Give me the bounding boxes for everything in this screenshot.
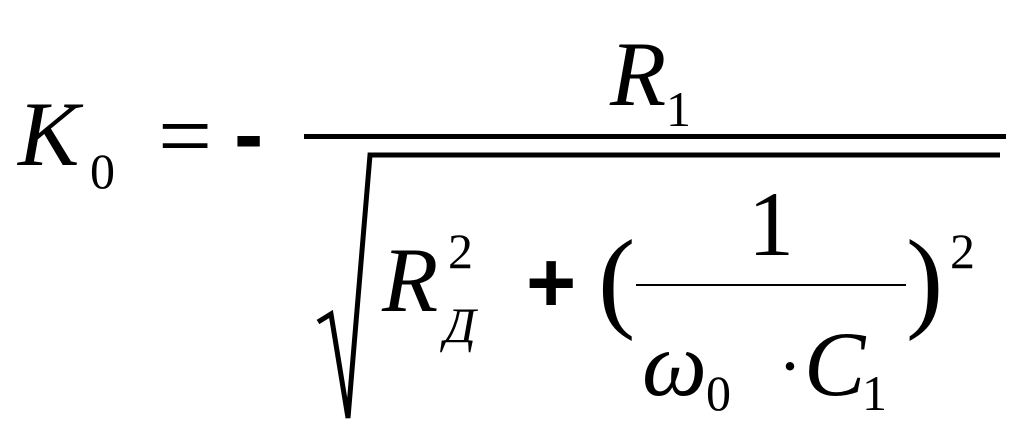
inner-numerator: 1 [748,173,794,275]
close-paren: ) [906,218,944,342]
minus-sign: - [234,84,264,183]
inner-fraction-bar [636,284,906,286]
equals-sign: = [158,82,213,189]
omega-symbol: ω [642,313,707,415]
radicand-r-symbol: R [382,229,439,331]
lhs-symbol: K [18,83,80,185]
numerator-subscript: 1 [666,81,691,137]
radicand-r-superscript: 2 [448,223,473,279]
main-fraction-bar [304,134,1006,139]
open-paren: ( [598,218,636,342]
omega-subscript: 0 [706,365,731,421]
lhs-subscript: 0 [90,143,115,199]
c-subscript: 1 [862,365,887,421]
radicand-r-subscript: Д [444,297,476,353]
multiplication-dot: · [778,326,802,406]
outer-exponent: 2 [950,223,975,279]
numerator-symbol: R [610,23,667,125]
plus-sign: + [526,235,577,331]
c-symbol: C [804,313,866,415]
